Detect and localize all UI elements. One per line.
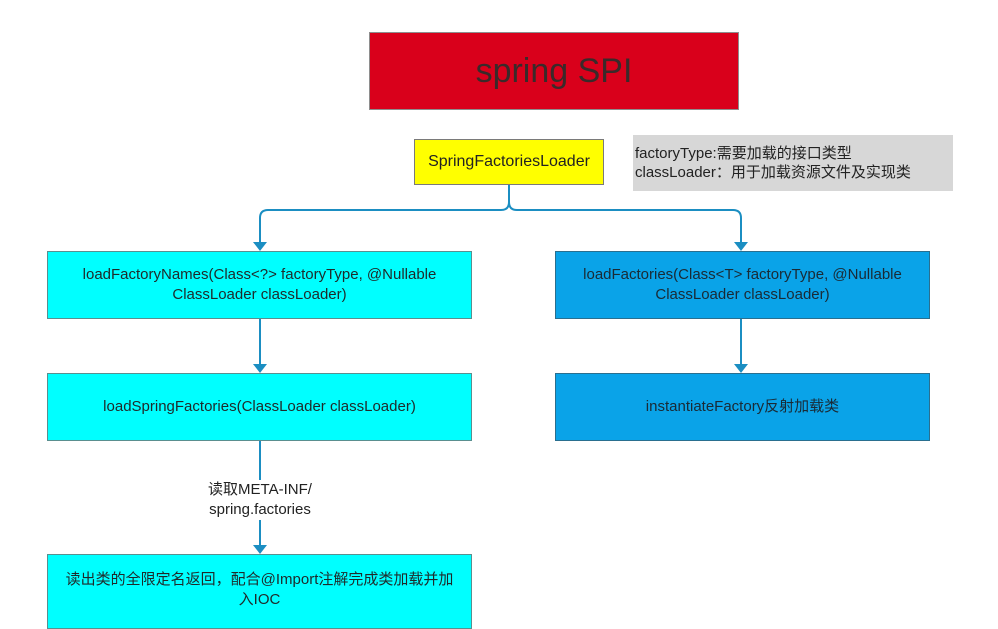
edge-label-read-meta-inf: 读取META-INF/ spring.factories xyxy=(160,480,360,520)
root-node-spring-factories-loader: SpringFactoriesLoader xyxy=(414,139,604,185)
note-line-class-loader: classLoader：用于加载资源文件及实现类 xyxy=(635,164,911,181)
node-load-factories-label: loadFactories(Class<T> factoryType, @Nul… xyxy=(583,266,902,303)
arrowhead-to-load-spring-factories xyxy=(253,364,267,373)
diagram-title: spring SPI xyxy=(369,32,739,110)
node-load-factory-names-label: loadFactoryNames(Class<?> factoryType, @… xyxy=(82,266,437,303)
arrowhead-to-load-factory-names xyxy=(253,242,267,251)
edge-label-line2: spring.factories xyxy=(209,501,311,518)
edge-label-line1: 读取META-INF/ xyxy=(208,481,312,498)
arrowhead-to-load-factories xyxy=(734,242,748,251)
note-line-factory-type: factoryType:需要加载的接口类型 xyxy=(635,145,852,162)
parameter-note: factoryType:需要加载的接口类型 classLoader：用于加载资源… xyxy=(633,135,953,191)
arrowhead-to-instantiate xyxy=(734,364,748,373)
node-instantiate-factory-label: instantiateFactory反射加载类 xyxy=(645,398,840,415)
node-read-names-label: 读出类的全限定名返回，配合@Import注解完成类加载并加入IOC xyxy=(65,571,454,608)
node-instantiate-factory: instantiateFactory反射加载类 xyxy=(555,373,930,441)
node-load-spring-factories: loadSpringFactories(ClassLoader classLoa… xyxy=(47,373,472,441)
node-load-factories: loadFactories(Class<T> factoryType, @Nul… xyxy=(555,251,930,319)
node-load-spring-factories-label: loadSpringFactories(ClassLoader classLoa… xyxy=(103,398,416,415)
node-load-factory-names: loadFactoryNames(Class<?> factoryType, @… xyxy=(47,251,472,319)
diagram-title-text: spring SPI xyxy=(475,52,633,90)
arrowhead-to-read-names xyxy=(253,545,267,554)
node-read-fully-qualified-names: 读出类的全限定名返回，配合@Import注解完成类加载并加入IOC xyxy=(47,554,472,629)
root-node-label: SpringFactoriesLoader xyxy=(428,153,590,170)
edge-root-to-branches xyxy=(259,185,742,243)
